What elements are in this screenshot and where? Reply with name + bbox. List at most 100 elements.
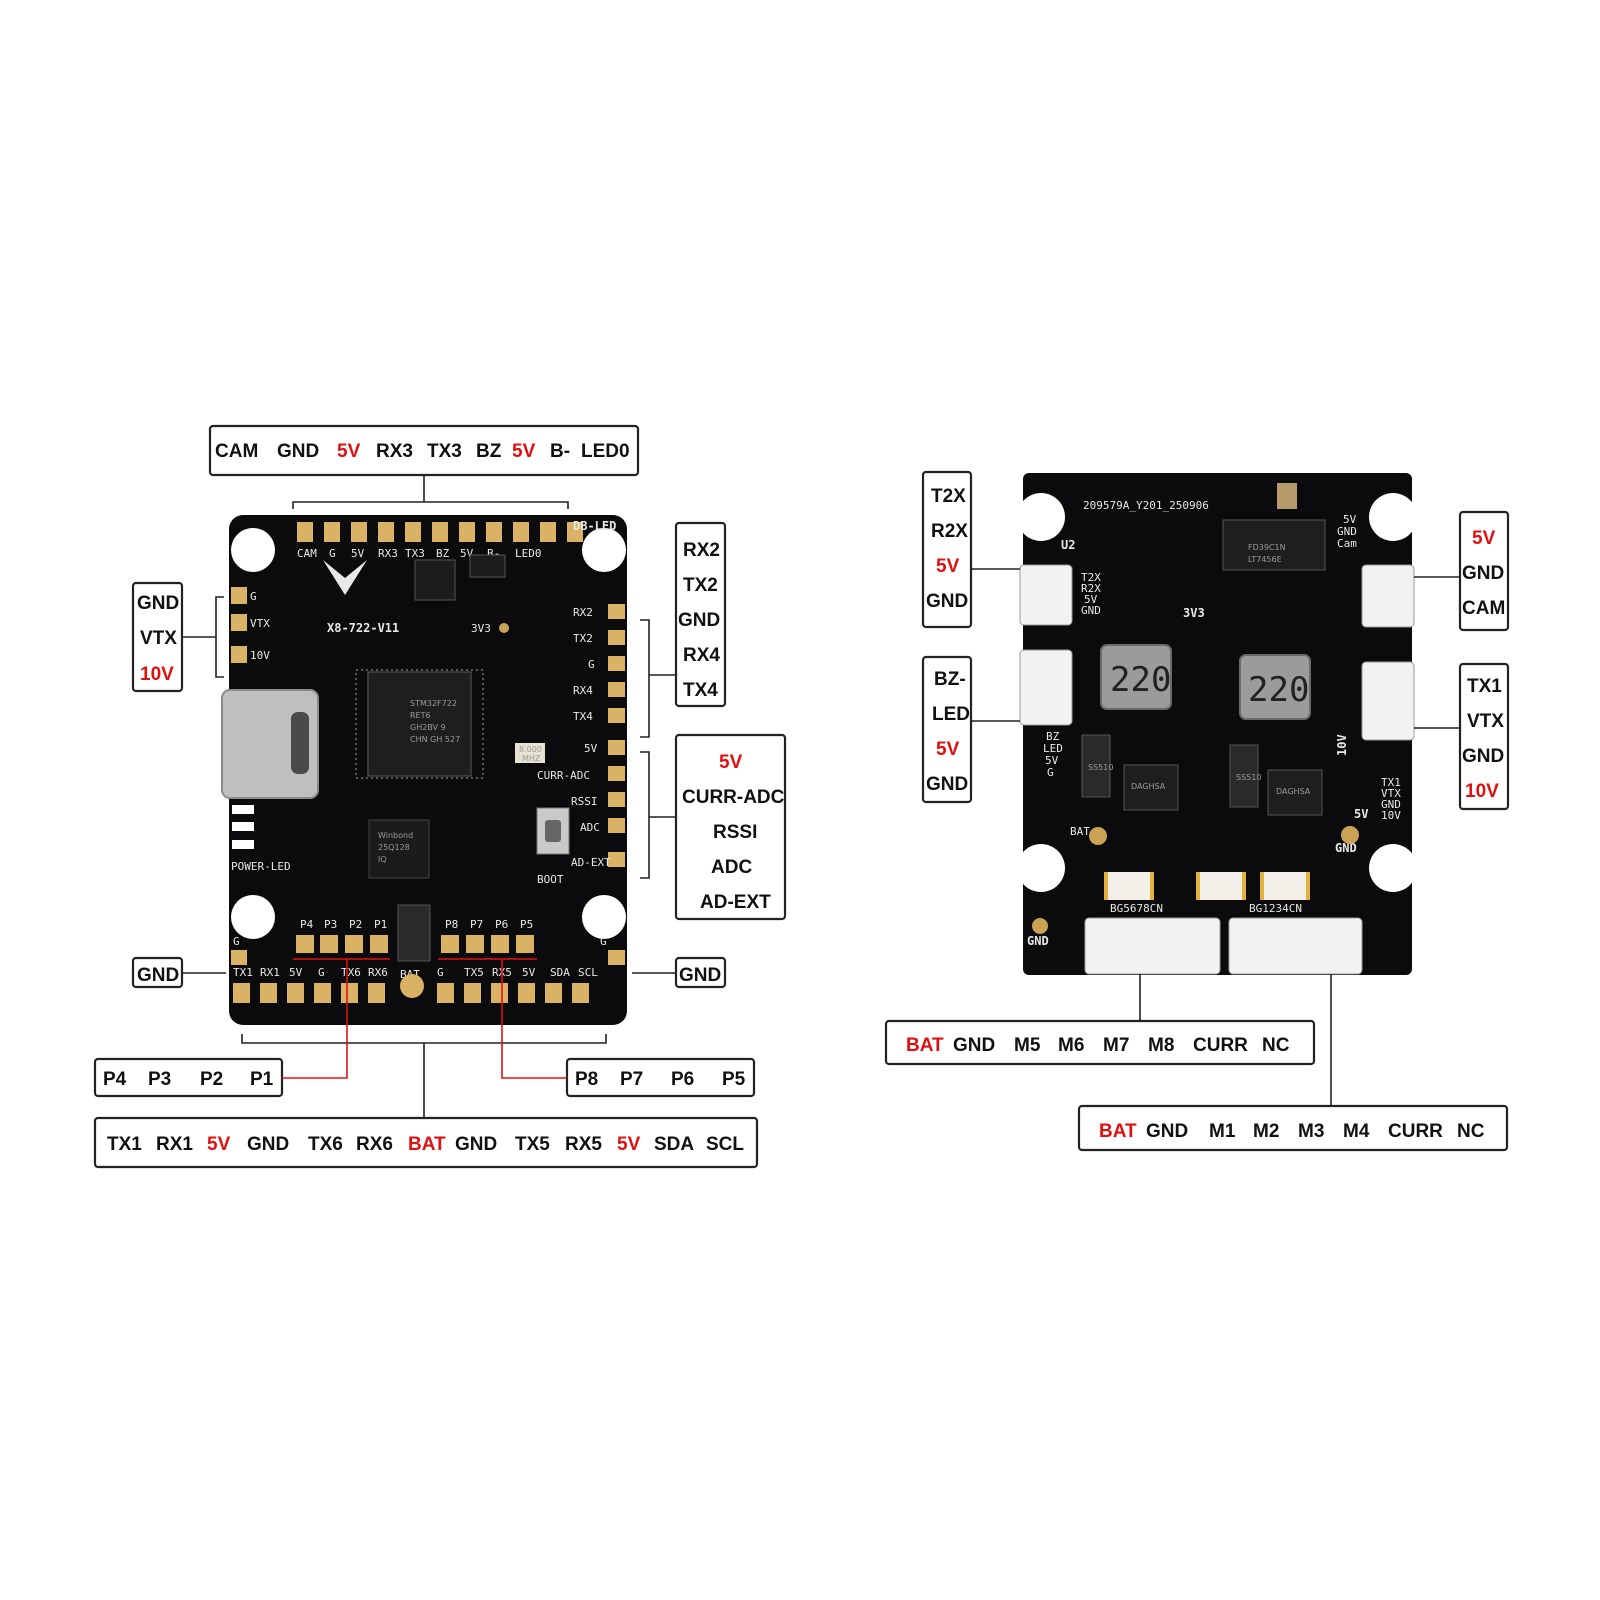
fc-right-analog-label-0: 5V <box>719 752 743 773</box>
fc-mcu-mark-3: CHN GH 527 <box>410 735 460 744</box>
pdb-right1-label-2: CAM <box>1462 598 1505 619</box>
fc-bottom-label-6: BAT <box>408 1134 446 1155</box>
fc-silk-pwm-left-0: P4 <box>300 918 314 931</box>
fc-pwm-right-label-1: P7 <box>620 1069 643 1090</box>
pdb-silk-left-conn1-3: GND <box>1081 604 1101 617</box>
pdb-motors-a-label-3: M6 <box>1058 1035 1084 1056</box>
pdb-inductor-1 <box>1100 644 1172 710</box>
pdb-left2-label-3: GND <box>926 774 968 795</box>
pdb-motors-a-label-0: BAT <box>906 1035 944 1056</box>
pdb-motors-b-label-1: GND <box>1146 1121 1188 1142</box>
fc-mount-hole <box>582 528 626 572</box>
pdb-driver-mark-0: FD39C1N <box>1248 543 1286 552</box>
fc-silk-left-1: VTX <box>250 617 270 630</box>
pdb-silk-left-conn2-2: 5V <box>1045 754 1059 767</box>
fc-silk-bottom-right-5: SCL <box>578 966 598 979</box>
fc-silk-pwm-left-2: P2 <box>349 918 362 931</box>
fc-silk-bottom-right-1: TX5 <box>464 966 484 979</box>
fc-bottom-label-10: 5V <box>617 1134 641 1155</box>
fc-crystal-mark-0: 8.000 <box>519 745 542 754</box>
fc-bottom-label-4: TX6 <box>308 1134 343 1155</box>
fc-silk-right-uart-1: TX2 <box>573 632 593 645</box>
pdb-motors-b-label-0: BAT <box>1099 1121 1137 1142</box>
fc-top-label-0: CAM <box>215 441 258 462</box>
fc-mcu-mark-0: STM32F722 <box>410 699 457 708</box>
pdb-motor-connector-b <box>1228 917 1363 975</box>
pdb-left2-label-0: BZ- <box>934 669 966 690</box>
pdb-left1-label-0: T2X <box>931 486 966 507</box>
pdb-left2-label-2: 5V <box>936 739 960 760</box>
fc-silk-bottom-left-3: G <box>318 966 325 979</box>
fc-silk-top-3: RX3 <box>378 547 398 560</box>
pdb-silk-left-conn1-0: T2X <box>1081 571 1101 584</box>
pdb-left1-callout <box>921 470 973 629</box>
pdb-board: 209579A_Y201_250906 FD39C1N LT7456E 5V G… <box>1017 473 1417 975</box>
fc-silk-g-right: G <box>600 935 607 948</box>
fc-model-silk: X8-722-V11 <box>327 621 399 635</box>
fc-silk-bottom-left-5: RX6 <box>368 966 388 979</box>
fc-right-analog-label-4: AD-EXT <box>700 892 771 913</box>
fc-silk-top-4: TX3 <box>405 547 425 560</box>
fc-left-label-1: VTX <box>140 628 177 649</box>
fc-gnd-right-label: GND <box>679 965 721 986</box>
fc-bottom-callout <box>93 1116 759 1169</box>
fc-top-callout <box>208 424 640 477</box>
pdb-silk-gnd-r: GND <box>1335 841 1357 855</box>
pdb-right2-label-2: GND <box>1462 746 1504 767</box>
pdb-silk-right-conn2-1: VTX <box>1381 787 1401 800</box>
pdb-reg-mark-0: DAGHSA <box>1131 782 1166 791</box>
fc-mcu-mark-2: GH2BV 9 <box>410 723 446 732</box>
fc-bottom-label-8: TX5 <box>515 1134 550 1155</box>
pdb-pcb <box>1023 473 1412 975</box>
fc-silk-pwm-right-0: P8 <box>445 918 458 931</box>
pdb-right1-label-1: GND <box>1462 563 1504 584</box>
fc-top-label-1: GND <box>277 441 319 462</box>
pdb-motors-a-label-7: NC <box>1262 1035 1290 1056</box>
pdb-silk-5v: 5V <box>1354 807 1368 821</box>
fc-silk-right-uart-2: G <box>588 658 595 671</box>
pdb-motors-b-label-2: M1 <box>1209 1121 1236 1142</box>
pdb-silk-10v: 10V <box>1335 734 1349 756</box>
fc-silk-g-left: G <box>233 935 240 948</box>
flight-controller-board: DB-LED CAM G 5V RX3 TX3 BZ 5V B- LED0 X8… <box>221 515 627 1025</box>
fc-gnd-left-label: GND <box>137 965 179 986</box>
pdb-silk-3v3: 3V3 <box>1183 606 1205 620</box>
fc-silk-right-uart-0: RX2 <box>573 606 593 619</box>
fc-silk-bottom-right-0: G <box>437 966 444 979</box>
fc-silk-3v3: 3V3 <box>471 622 491 635</box>
pdb-motors-b-label-3: M2 <box>1253 1121 1279 1142</box>
fc-silk-pwm-right-1: P7 <box>470 918 483 931</box>
fc-silk-top-1: G <box>329 547 336 560</box>
pdb-right2-label-1: VTX <box>1467 711 1504 732</box>
fc-silk-right-analog-2: RSSI <box>571 795 598 808</box>
fc-bottom-label-1: RX1 <box>156 1134 193 1155</box>
pdb-silk-right-conn1-0: 5V <box>1343 513 1357 526</box>
fc-pwm-right-label-2: P6 <box>671 1069 694 1090</box>
fc-left-label-0: GND <box>137 593 179 614</box>
pdb-inductor-2 <box>1239 654 1311 720</box>
fc-flash-mark-2: IQ <box>378 855 387 864</box>
pdb-motors-a-label-6: CURR <box>1193 1035 1248 1056</box>
fc-silk-pwm-left-1: P3 <box>324 918 337 931</box>
fc-silk-right-uart-3: RX4 <box>573 684 593 697</box>
pdb-motors-b-label-4: M3 <box>1298 1121 1324 1142</box>
fc-pwm-left-label-0: P4 <box>103 1069 127 1090</box>
pdb-motors-b-callout <box>1077 1104 1509 1152</box>
fc-bottom-label-12: SCL <box>706 1134 744 1155</box>
pdb-left1-label-2: 5V <box>936 556 960 577</box>
pdb-silk-right-conn2-2: GND <box>1381 798 1401 811</box>
pdb-right1-label-0: 5V <box>1472 528 1496 549</box>
pdb-right-connector-2 <box>1361 661 1415 741</box>
fc-silk-pwm-right-2: P6 <box>495 918 508 931</box>
pdb-left-connector-2 <box>1019 649 1073 726</box>
pdb-mount-hole <box>1369 493 1417 541</box>
pdb-silk-left-conn2-1: LED <box>1043 742 1063 755</box>
fc-silk-bottom-right-3: 5V <box>522 966 536 979</box>
fc-pwm-left-label-3: P1 <box>250 1069 274 1090</box>
fc-top-label-4: TX3 <box>427 441 462 462</box>
pdb-silk-right-conn1-2: Cam <box>1337 537 1357 550</box>
pdb-silk-right-conn2-3: 10V <box>1381 809 1401 822</box>
pdb-silk-conn-b: BG1234CN <box>1249 902 1302 915</box>
fc-pwm-right-label-3: P5 <box>722 1069 746 1090</box>
